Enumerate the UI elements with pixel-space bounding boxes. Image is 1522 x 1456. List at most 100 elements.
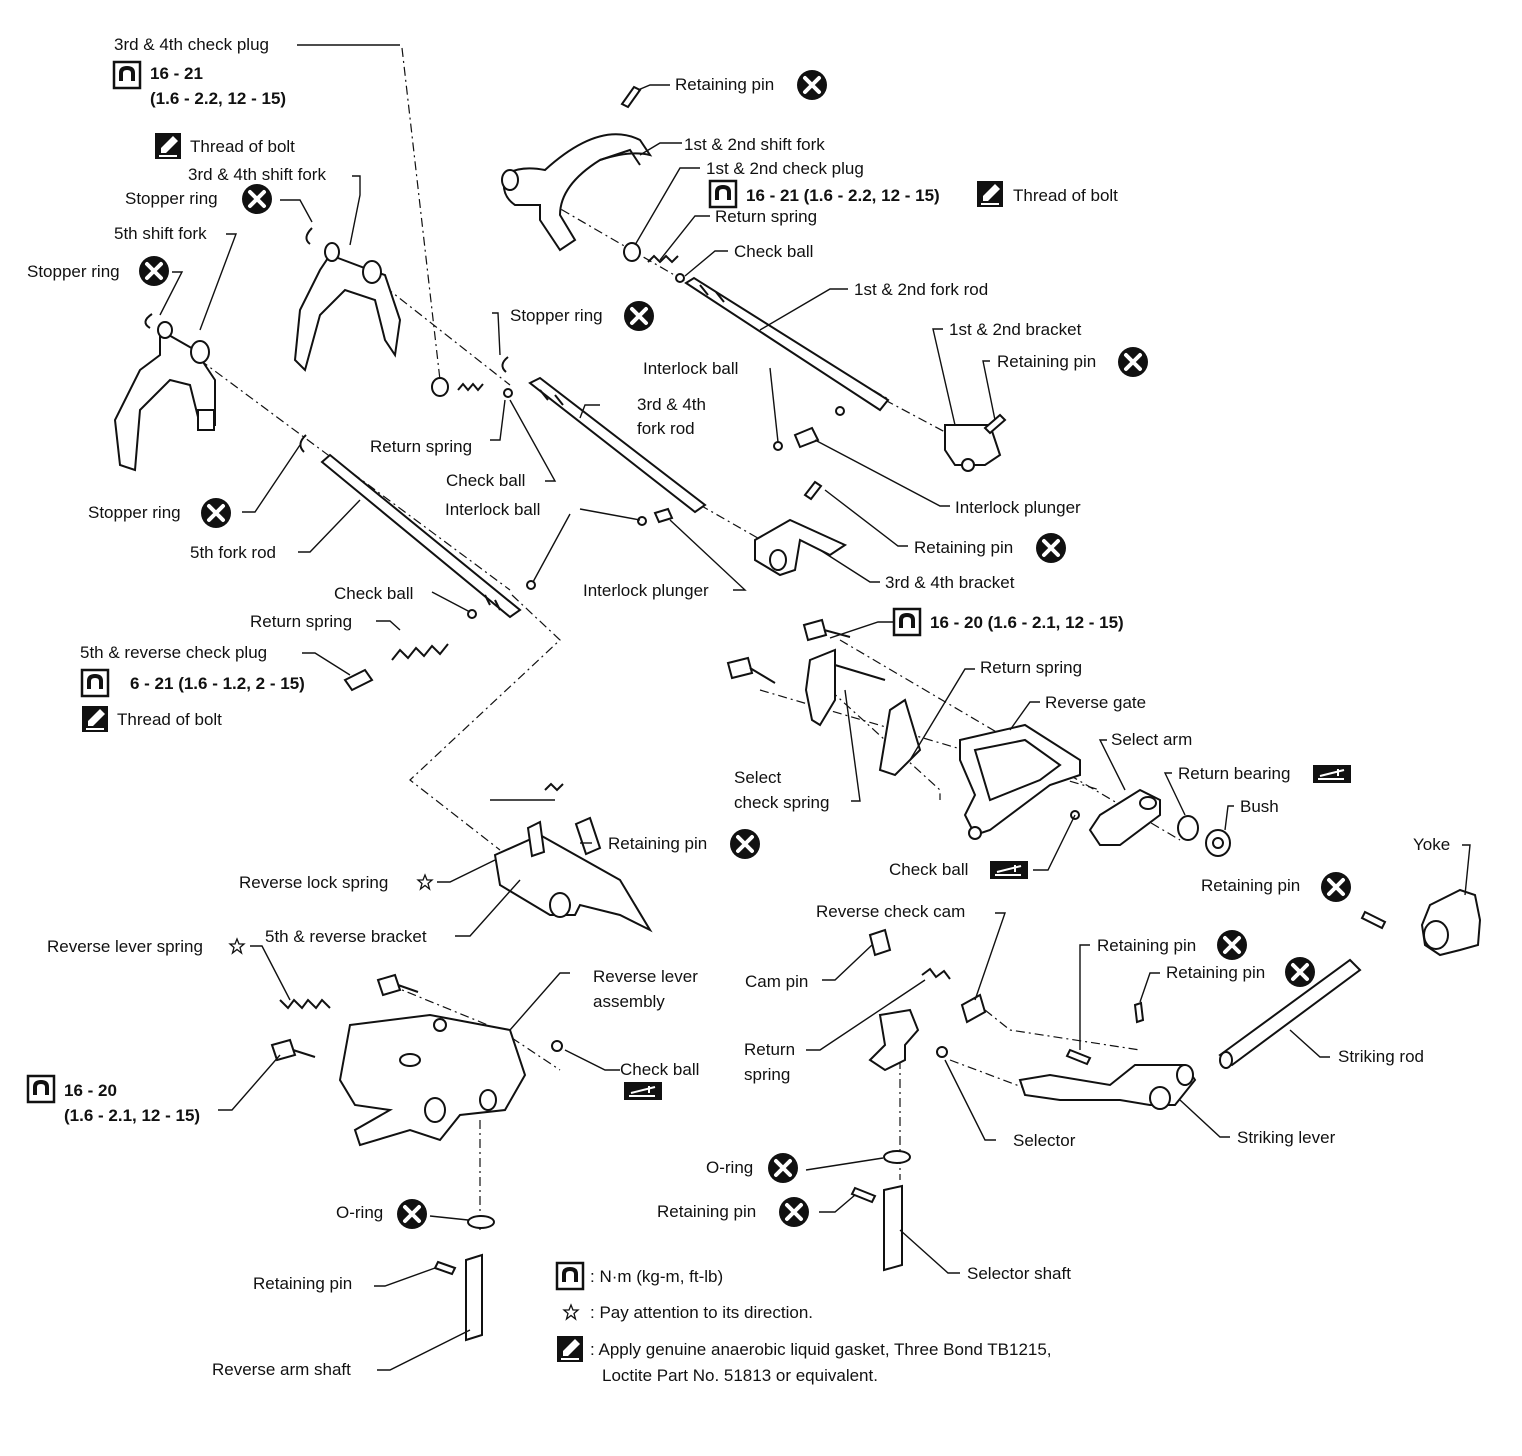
label-o-ring-1: O-ring xyxy=(336,1203,383,1222)
part-labels: 3rd & 4th check plug 16 - 21 (1.6 - 2.2,… xyxy=(27,35,1450,1379)
label-torque-34-units: (1.6 - 2.2, 12 - 15) xyxy=(150,89,286,108)
label-select-check-spring-b: check spring xyxy=(734,793,829,812)
label-bush: Bush xyxy=(1240,797,1279,816)
label-thread-bolt-3: Thread of bolt xyxy=(1013,186,1118,205)
torque-wrench-icon xyxy=(708,179,738,209)
label-cam-pin: Cam pin xyxy=(745,972,808,991)
label-return-spring-1: Return spring xyxy=(370,437,472,456)
label-reverse-check-cam: Reverse check cam xyxy=(816,902,965,921)
legend-direction: : Pay attention to its direction. xyxy=(590,1303,813,1322)
label-fork-rod-12: 1st & 2nd fork rod xyxy=(854,280,988,299)
label-selector-shaft: Selector shaft xyxy=(967,1264,1071,1283)
label-torque-34: 16 - 21 xyxy=(150,64,203,83)
label-retaining-pin-2: Retaining pin xyxy=(997,352,1096,371)
label-torque-low-a: 16 - 20 xyxy=(64,1081,117,1100)
x-circle-icon xyxy=(1034,531,1068,565)
label-torque-mid: 16 - 20 (1.6 - 2.1, 12 - 15) xyxy=(930,613,1124,632)
x-circle-icon xyxy=(395,1197,429,1231)
label-interlock-plunger-1: Interlock plunger xyxy=(583,581,709,600)
label-check-ball-1: Check ball xyxy=(446,471,525,490)
label-retaining-pin-7: Retaining pin xyxy=(1097,936,1196,955)
fork-rod-5-shape xyxy=(320,453,522,619)
label-retaining-pin-8: Retaining pin xyxy=(1166,963,1265,982)
sealant-icon xyxy=(154,132,182,160)
reverse-arm-shaft-shape xyxy=(465,1253,483,1342)
label-striking-lever: Striking lever xyxy=(1237,1128,1336,1147)
label-stopper-ring-2: Stopper ring xyxy=(27,262,120,281)
torque-wrench-icon xyxy=(892,607,922,637)
label-retaining-pin-5: Retaining pin xyxy=(608,834,707,853)
label-check-ball-5: Check ball xyxy=(620,1060,699,1079)
x-circle-icon xyxy=(766,1151,800,1185)
torque-wrench-icon xyxy=(112,60,142,90)
label-stopper-ring-3: Stopper ring xyxy=(510,306,603,325)
x-circle-icon xyxy=(240,182,274,216)
shift-fork-12-shape xyxy=(502,133,653,252)
label-interlock-plunger-2: Interlock plunger xyxy=(955,498,1081,517)
label-return-spring-3: Return spring xyxy=(715,207,817,226)
label-reverse-lever-assy-b: assembly xyxy=(593,992,665,1011)
label-yoke: Yoke xyxy=(1413,835,1450,854)
label-shift-fork-34: 3rd & 4th shift fork xyxy=(188,165,326,184)
label-shift-fork-12: 1st & 2nd shift fork xyxy=(684,135,825,154)
x-circle-icon xyxy=(1319,870,1353,904)
x-circle-icon xyxy=(1283,955,1317,989)
bracket-5r-shape xyxy=(493,833,653,933)
x-circle-icon xyxy=(1116,345,1150,379)
label-select-check-spring-a: Select xyxy=(734,768,782,787)
label-bracket-34: 3rd & 4th bracket xyxy=(885,573,1015,592)
label-bracket-12: 1st & 2nd bracket xyxy=(949,320,1082,339)
label-return-bearing: Return bearing xyxy=(1178,764,1290,783)
label-select-arm: Select arm xyxy=(1111,730,1192,749)
label-interlock-ball-2: Interlock ball xyxy=(643,359,738,378)
label-torque-12: 16 - 21 (1.6 - 2.2, 12 - 15) xyxy=(746,186,940,205)
label-bracket-5r: 5th & reverse bracket xyxy=(265,927,427,946)
bracket-34-shape xyxy=(754,518,848,577)
grease-icon xyxy=(989,860,1029,880)
x-circle-icon xyxy=(622,299,656,333)
label-selector: Selector xyxy=(1013,1131,1076,1150)
label-reverse-lever-assy-a: Reverse lever xyxy=(593,967,698,986)
label-reverse-lever-spring: Reverse lever spring xyxy=(47,937,203,956)
label-stopper-ring-4: Stopper ring xyxy=(88,503,181,522)
sealant-icon xyxy=(556,1335,584,1363)
label-check-ball-2: Check ball xyxy=(334,584,413,603)
label-retaining-pin-4: Retaining pin xyxy=(1201,876,1300,895)
label-return-spring-5a: Return xyxy=(744,1040,795,1059)
torque-wrench-icon xyxy=(80,668,110,698)
label-check-ball-3: Check ball xyxy=(734,242,813,261)
x-circle-icon xyxy=(795,68,829,102)
label-check-plug-34: 3rd & 4th check plug xyxy=(114,35,269,54)
label-fork-rod-34-b: fork rod xyxy=(637,419,695,438)
label-reverse-arm-shaft: Reverse arm shaft xyxy=(212,1360,351,1379)
label-retaining-pin-3: Retaining pin xyxy=(914,538,1013,557)
label-striking-rod: Striking rod xyxy=(1338,1047,1424,1066)
label-o-ring-2: O-ring xyxy=(706,1158,753,1177)
star-outline-icon xyxy=(417,874,433,890)
torque-wrench-icon xyxy=(555,1261,585,1291)
label-return-spring-5b: spring xyxy=(744,1065,790,1084)
label-return-spring-4: Return spring xyxy=(980,658,1082,677)
x-circle-icon xyxy=(1215,928,1249,962)
label-reverse-gate: Reverse gate xyxy=(1045,693,1146,712)
legend-gasket-1: : Apply genuine anaerobic liquid gasket,… xyxy=(590,1340,1052,1359)
label-retaining-pin-6: Retaining pin xyxy=(253,1274,352,1293)
torque-wrench-icon xyxy=(26,1074,56,1104)
label-check-plug-5r: 5th & reverse check plug xyxy=(80,643,267,662)
label-thread-bolt-2: Thread of bolt xyxy=(117,710,222,729)
star-outline-icon xyxy=(229,938,245,954)
label-reverse-lock-spring: Reverse lock spring xyxy=(239,873,388,892)
reverse-lever-shape xyxy=(338,1013,527,1147)
label-thread-bolt-1: Thread of bolt xyxy=(190,137,295,156)
sealant-icon xyxy=(81,705,109,733)
grease-icon xyxy=(1312,764,1352,784)
x-circle-icon xyxy=(728,827,762,861)
label-fork-rod-5: 5th fork rod xyxy=(190,543,276,562)
legend-gasket-2: Loctite Part No. 51813 or equivalent. xyxy=(602,1366,878,1385)
part-drawings xyxy=(113,85,1482,1342)
label-shift-fork-5: 5th shift fork xyxy=(114,224,207,243)
label-fork-rod-34-a: 3rd & 4th xyxy=(637,395,706,414)
label-return-spring-2: Return spring xyxy=(250,612,352,631)
reverse-gate-shape xyxy=(959,723,1081,837)
shift-fork-34-shape xyxy=(293,253,402,372)
